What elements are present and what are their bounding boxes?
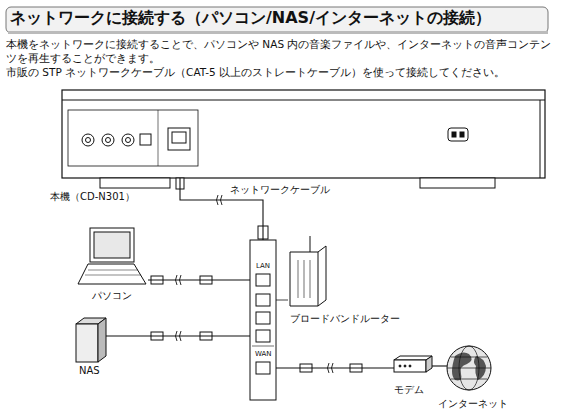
router-unit [256, 312, 270, 324]
node-label: モデム [394, 384, 424, 396]
router-unit [310, 260, 311, 298]
router-unit [256, 330, 270, 342]
network-cable [148, 279, 250, 280]
title-band [6, 7, 548, 33]
router-unit [290, 246, 326, 306]
network-cable [276, 367, 394, 368]
cable-break [328, 363, 334, 373]
body-text: 本機をネットワークに接続することで、パソコンや NAS 内の音楽ファイルや、イン… [6, 38, 554, 65]
globe-icon [451, 379, 487, 380]
player-rear [140, 134, 151, 145]
nas-icon [98, 318, 106, 362]
router: ブロードバンドルーター [250, 240, 276, 400]
node-label: NAS [79, 365, 100, 377]
router-unit [250, 240, 276, 400]
modem-icon [404, 365, 406, 367]
title-band [6, 7, 548, 34]
laptop-icon [94, 232, 130, 258]
modem-icon [399, 365, 401, 367]
router-unit [252, 346, 274, 347]
modem-icon [426, 356, 432, 372]
globe-icon [451, 357, 487, 358]
player-rear [460, 132, 464, 137]
player-rear [62, 90, 545, 188]
router-unit [298, 260, 299, 298]
port-label: WAN [255, 350, 272, 359]
globe-icon [452, 352, 472, 380]
cable-break [176, 195, 334, 373]
laptop-icon [78, 228, 146, 284]
node-label: 本機（CD-N301） [50, 191, 135, 203]
player-rear [168, 128, 190, 150]
player-rear [448, 128, 468, 141]
body-text: 市販の STP ネットワークケーブル（CAT-5 以上のストレートケーブル）を使… [6, 66, 554, 80]
node-label: パソコン [92, 290, 132, 302]
player-rear [102, 134, 114, 146]
modem-icon [394, 356, 432, 372]
player-rear [86, 138, 91, 143]
router-unit [310, 236, 311, 252]
player-rear [62, 90, 545, 178]
cable-break [176, 275, 182, 285]
pc-icon: パソコン [78, 228, 148, 286]
cable-break [176, 331, 182, 341]
node-label: ブロードバンドルーター [290, 313, 400, 325]
player-rear [420, 178, 495, 188]
cable-plug [151, 178, 362, 372]
laptop-icon [88, 270, 138, 271]
player-rear [452, 132, 456, 137]
router-unit [318, 252, 319, 306]
modem-icon [394, 360, 426, 372]
modem-icon [409, 365, 411, 367]
player-rear [158, 110, 159, 166]
title: ネットワークに接続する（パソコン/NAS/インターネットの接続） [10, 8, 491, 29]
network-cable [106, 335, 250, 336]
title-band [8, 31, 548, 34]
player-rear [172, 132, 186, 143]
player-unit: 本機（CD-N301） [62, 90, 545, 178]
router-unit [256, 362, 270, 374]
globe-icon [447, 346, 491, 390]
router-unit [276, 300, 288, 301]
player-rear [100, 178, 170, 188]
router-unit [256, 294, 270, 306]
laptop-icon [78, 264, 146, 284]
nas-icon [76, 318, 106, 362]
player-rear [540, 100, 541, 178]
player-rear [68, 110, 198, 166]
internet-globe: インターネット [447, 346, 491, 390]
laptop-icon [85, 275, 141, 276]
globe-icon [447, 368, 491, 369]
player-rear [82, 134, 94, 146]
network-cable [432, 365, 447, 366]
player-rear [122, 134, 134, 146]
port-label: LAN [256, 262, 270, 271]
modem: モデム [394, 356, 432, 374]
router-unit [256, 274, 270, 286]
nas-icon [76, 324, 98, 362]
player-rear [106, 138, 111, 143]
cable-label: ネットワークケーブル [228, 184, 332, 196]
node-label: インターネット [438, 398, 508, 410]
player-rear [126, 138, 131, 143]
globe-icon [447, 346, 491, 390]
cable-break [217, 195, 223, 205]
laptop-icon [90, 228, 134, 262]
router-unit [304, 260, 305, 298]
player-rear [62, 100, 545, 101]
nas-unit: NAS [76, 318, 106, 362]
